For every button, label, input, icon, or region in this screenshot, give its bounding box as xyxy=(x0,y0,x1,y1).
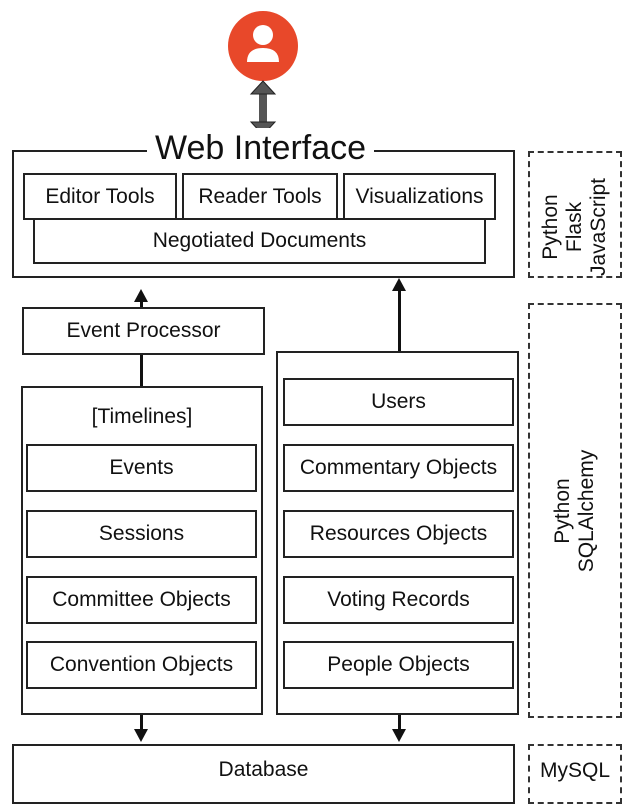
events-box: Events xyxy=(26,444,257,492)
convention-objects-box: Convention Objects xyxy=(26,641,257,689)
people-objects-box: People Objects xyxy=(283,641,514,689)
event-processor-connector xyxy=(140,355,143,386)
commentary-objects-box: Commentary Objects xyxy=(283,444,514,492)
committee-objects-box: Committee Objects xyxy=(26,576,257,624)
user-icon xyxy=(228,11,298,81)
reader-tools-box: Reader Tools xyxy=(182,173,338,220)
editor-tools-box: Editor Tools xyxy=(23,173,177,220)
right-db-arrow-head xyxy=(392,729,406,742)
event-processor-arrow-head xyxy=(134,289,148,302)
backend-tech-box xyxy=(528,303,622,718)
database-box: Database xyxy=(12,744,515,804)
right-db-arrow-line xyxy=(398,715,401,731)
backend-tech-label: Python SQLAlchemy xyxy=(551,449,598,573)
voting-records-box: Voting Records xyxy=(283,576,514,624)
users-box: Users xyxy=(283,378,514,426)
timelines-header: [Timelines] xyxy=(91,405,193,428)
event-processor-arrow-line xyxy=(140,300,143,308)
event-processor-box: Event Processor xyxy=(22,307,265,355)
negotiated-documents-box: Negotiated Documents xyxy=(33,218,486,264)
db-tech-label: MySQL xyxy=(539,759,610,782)
resources-objects-box: Resources Objects xyxy=(283,510,514,558)
left-db-arrow-line xyxy=(140,715,143,731)
right-column-arrow-line xyxy=(398,289,401,352)
frontend-tech-label: Python Flask JavaScript xyxy=(539,177,610,277)
frontend-tech-box xyxy=(528,151,622,278)
right-column-arrow-head xyxy=(392,278,406,291)
left-db-arrow-head xyxy=(134,729,148,742)
web-interface-title: Web Interface xyxy=(147,128,375,168)
visualizations-box: Visualizations xyxy=(343,173,496,220)
sessions-box: Sessions xyxy=(26,510,257,558)
